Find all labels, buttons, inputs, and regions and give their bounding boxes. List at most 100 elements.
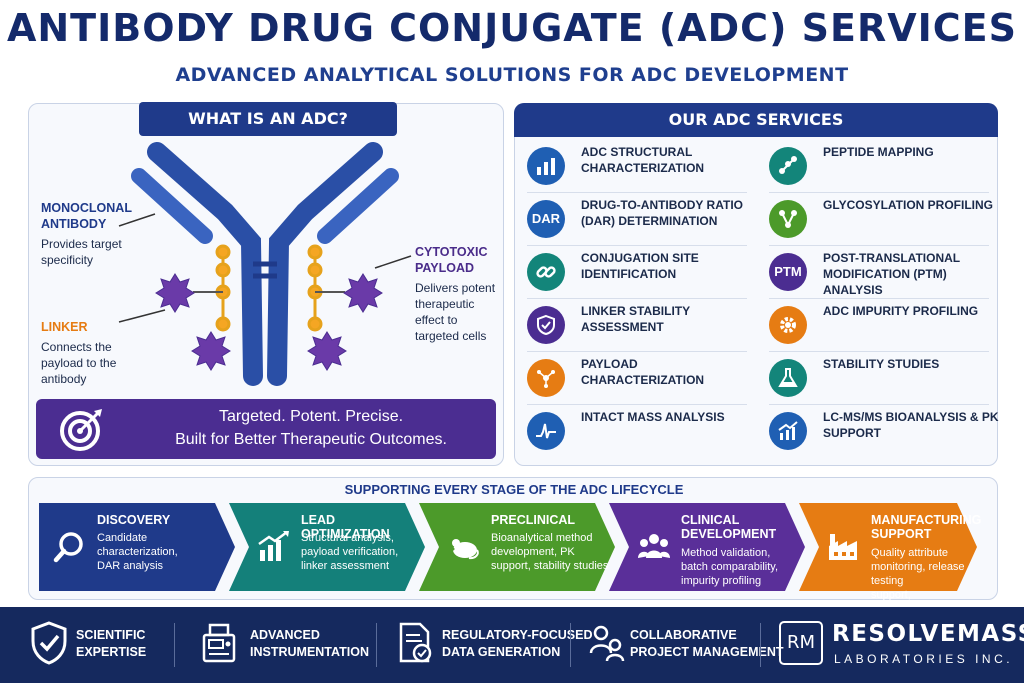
flask-icon [769, 359, 807, 397]
services-panel: OUR ADC SERVICES ADC Structural Characte… [514, 103, 999, 466]
lifecycle-section: SUPPORTING EVERY STAGE OF THE ADC LIFECY… [28, 477, 998, 615]
lifecycle-stage-arrow [39, 503, 235, 591]
lifecycle-heading: SUPPORTING EVERY STAGE OF THE ADC LIFECY… [344, 482, 684, 497]
lifecycle-stage: DiscoveryCandidatecharacterization,DAR a… [39, 503, 235, 591]
linker-label: Linker Connects the payload to the antib… [41, 320, 117, 386]
shield-icon [527, 306, 565, 344]
service-label: Payload Characterization [581, 357, 705, 387]
stage-description: Structural analysis,payload verification… [301, 532, 399, 572]
factory-icon [829, 534, 857, 560]
services-heading: OUR ADC SERVICES [514, 103, 998, 137]
company-logo-name: RESOLVEMASS [832, 621, 1024, 647]
service-divider [769, 351, 989, 352]
payload-label: Cytotoxic Payload Delivers potent therap… [415, 245, 496, 343]
service-item: Linker Stability Assessment [527, 303, 753, 353]
gear-icon [769, 306, 807, 344]
lifecycle-stage-arrow [609, 503, 805, 591]
growth-chart-icon [258, 531, 289, 561]
footer-item-expertise: ScientificExpertise [30, 621, 146, 669]
service-label: LC-MS/MS Bioanalysis & PK Support [823, 410, 999, 440]
footer-item-instrumentation: AdvancedInstrumentation [200, 621, 369, 669]
banner-line-2: Built for Better Therapeutic Outcomes. [175, 431, 447, 448]
service-label: ADC Impurity Profiling [823, 304, 979, 318]
payload-drug [155, 273, 383, 371]
service-item: DAR Drug-to-Antibody Ratio (DAR) Determin… [527, 197, 753, 247]
mouse-icon [451, 539, 479, 560]
antibody-heavy-chain-right [267, 142, 383, 386]
molecule-icon [769, 147, 807, 185]
target-icon [60, 409, 102, 451]
service-item: PTM Post-Translational Modification (PTM)… [769, 250, 995, 300]
service-divider [769, 192, 989, 193]
company-logo-mark: RM [779, 621, 823, 665]
lifecycle-stage: ClinicalDevelopmentMethod validation,bat… [609, 503, 805, 591]
service-label: Post-Translational Modification (PTM) An… [823, 251, 960, 297]
footer-bar: ScientificExpertise AdvancedInstrumentat… [0, 607, 1024, 683]
service-label: Peptide Mapping [823, 145, 934, 159]
service-label: ADC Structural Characterization [581, 145, 705, 175]
service-divider [769, 298, 989, 299]
service-label: Drug-to-Antibody Ratio (DAR) Determinati… [581, 198, 743, 228]
antibody-diagram [118, 142, 412, 386]
lifecycle-stage-arrow [419, 503, 615, 591]
bar-chart-icon [527, 147, 565, 185]
adc-value-banner: Targeted. Potent. Precise. Built for Bet… [36, 399, 496, 459]
banner-line-1: Targeted. Potent. Precise. [218, 408, 404, 425]
service-label: Glycosylation Profiling [823, 198, 994, 212]
people-icon [589, 625, 625, 662]
service-label: Stability Studies [823, 357, 940, 371]
page-subtitle: ADVANCED ANALYTICAL SOLUTIONS FOR ADC DE… [175, 64, 849, 86]
service-item: ADC Impurity Profiling [769, 303, 995, 353]
network-icon [527, 359, 565, 397]
lifecycle-stage: ManufacturingSupportQuality attributemon… [799, 503, 981, 615]
stage-title: ManufacturingSupport [871, 513, 982, 541]
service-divider [527, 298, 747, 299]
stage-title: Discovery [97, 513, 171, 527]
document-check-icon [399, 622, 432, 663]
service-divider [769, 245, 989, 246]
company-logo-subtitle: LABORATORIES INC. [834, 652, 1014, 666]
trend-chart-icon [769, 412, 807, 450]
stage-description: Method validation,batch comparability,im… [681, 547, 779, 587]
stage-title: ClinicalDevelopment [681, 513, 777, 541]
stage-title: Preclinical [491, 513, 576, 527]
antibody-light-chain-left [131, 168, 213, 244]
service-divider [769, 404, 989, 405]
service-label: Intact Mass Analysis [581, 410, 725, 424]
lifecycle-arrows [39, 503, 977, 591]
link-icon [527, 253, 565, 291]
lifecycle-stage: PreclinicalBioanalytical methoddevelopme… [419, 503, 615, 591]
service-item: LC-MS/MS Bioanalysis & PK Support [769, 409, 999, 459]
service-item: Stability Studies [769, 356, 995, 406]
service-item: Intact Mass Analysis [527, 409, 753, 459]
lifecycle-stage: Lead OptimizationStructural analysis,pay… [229, 503, 425, 591]
page-title: ANTIBODY DRUG CONJUGATE (ADC) SERVICES [6, 6, 1018, 50]
spectrum-icon [527, 412, 565, 450]
service-divider [527, 404, 747, 405]
antibody-heavy-chain-left [147, 142, 263, 386]
lifecycle-stage-arrow [229, 503, 425, 591]
service-item: Glycosylation Profiling [769, 197, 995, 247]
stage-title: Lead Optimization [301, 513, 390, 541]
linker-left [215, 244, 231, 332]
service-item: Payload Characterization [527, 356, 753, 406]
lifecycle-stage-arrow [799, 503, 977, 591]
team-icon [638, 534, 670, 558]
footer-item-collaboration: CollaborativeProject Management [588, 621, 783, 669]
what-is-adc-heading: WHAT IS AN ADC? [139, 102, 397, 136]
service-badge-icon: DAR [527, 200, 565, 238]
antibody-label: Monoclonal Antibody Provides target spec… [41, 201, 132, 267]
service-divider [527, 245, 747, 246]
service-label: Conjugation Site Identification [581, 251, 699, 281]
branch-icon [769, 200, 807, 238]
service-label: Linker Stability Assessment [581, 304, 690, 334]
shield-check-icon [31, 621, 67, 665]
linker-right [307, 244, 323, 332]
service-item: Peptide Mapping [769, 144, 995, 194]
service-item: Conjugation Site Identification [527, 250, 753, 300]
service-item: ADC Structural Characterization [527, 144, 753, 194]
service-badge-icon: PTM [769, 253, 807, 291]
